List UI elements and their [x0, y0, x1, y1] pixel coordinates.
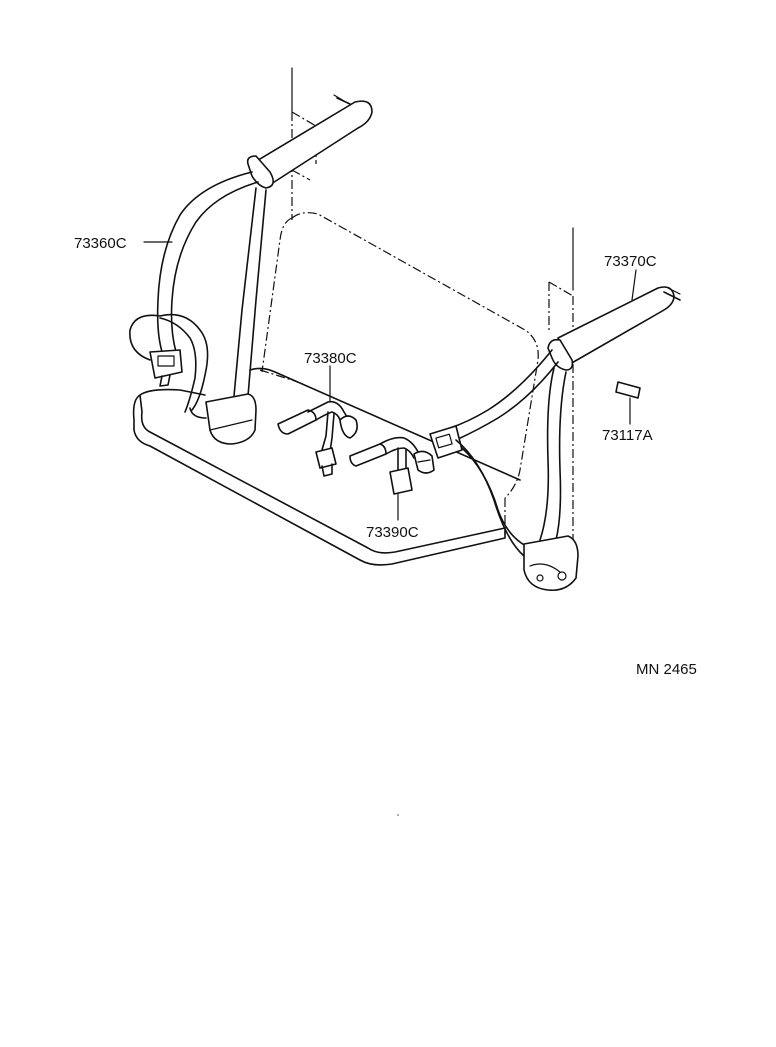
scan-speck [397, 814, 399, 816]
seat-cushion [132, 367, 521, 566]
callout-73390c: 73390C [366, 524, 419, 541]
callout-73117a: 73117A [602, 427, 653, 444]
label-plate [615, 381, 641, 399]
callout-73380c: 73380C [304, 350, 357, 367]
belt-assembly-right [429, 286, 681, 592]
callout-73370c: 73370C [604, 253, 657, 270]
leader-lines [143, 241, 637, 521]
belt-assembly-left [129, 94, 373, 445]
reference-code: MN 2465 [636, 661, 697, 678]
callout-73360c: 73360C [74, 235, 127, 252]
buckle-lower [349, 436, 435, 495]
buckle-center [277, 400, 358, 477]
